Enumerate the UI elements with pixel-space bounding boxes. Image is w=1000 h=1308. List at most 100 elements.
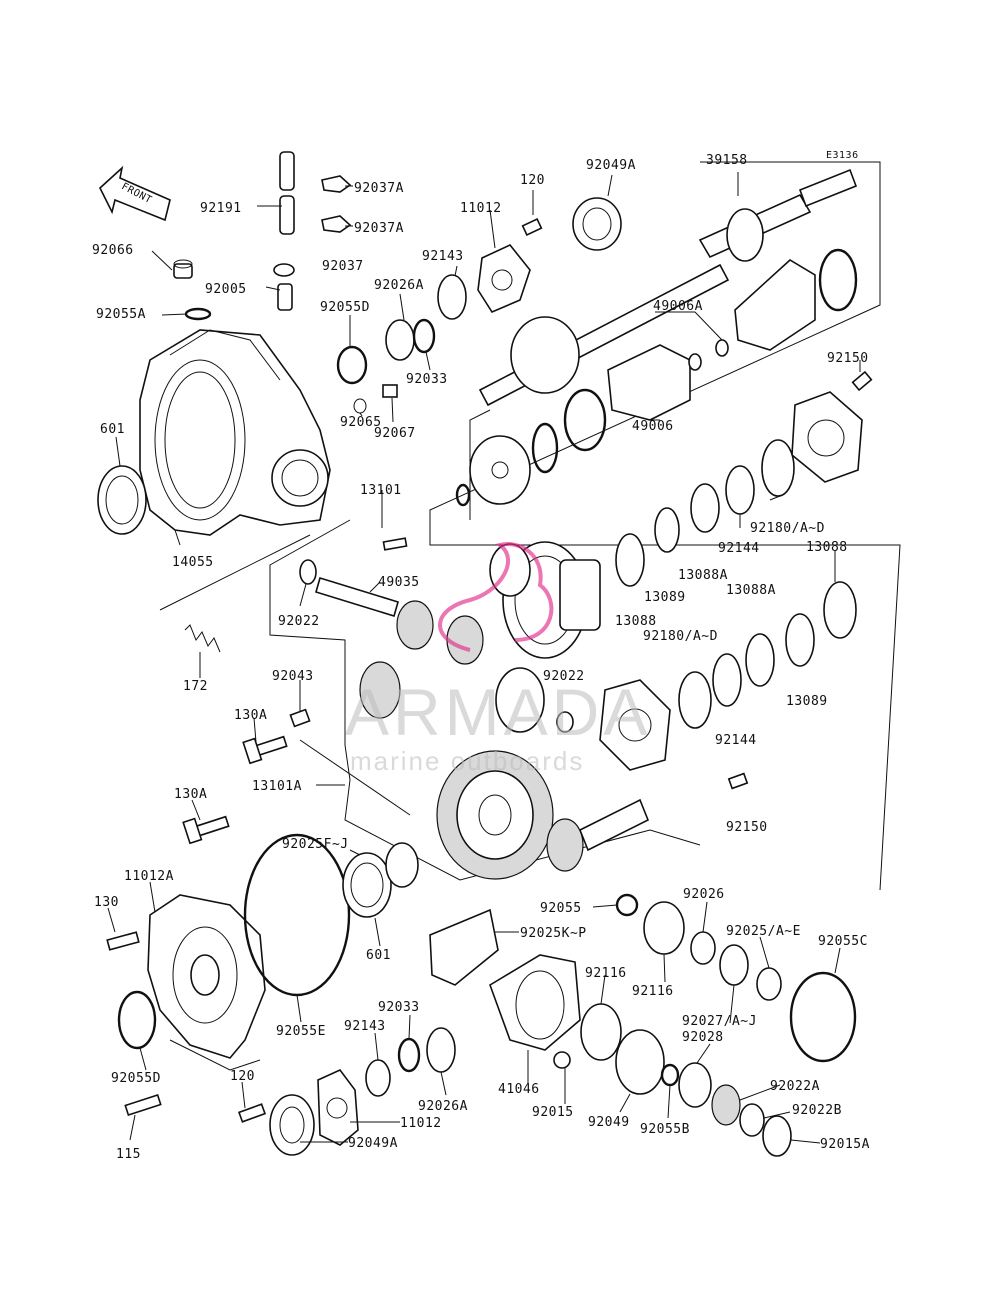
label-115: 115 bbox=[116, 1147, 141, 1162]
bolt-120-bottom bbox=[237, 1103, 267, 1123]
o-ring-92055A bbox=[184, 307, 212, 321]
bolt-130A-upper bbox=[242, 735, 288, 765]
washer-92022B bbox=[739, 1103, 765, 1137]
bolt-92150-top bbox=[851, 370, 873, 392]
label-92015A: 92015A bbox=[820, 1137, 870, 1152]
label-92025A-E: 92025/A~E bbox=[726, 924, 801, 939]
washer-92022A bbox=[711, 1084, 741, 1126]
label-13088A-1: 13088A bbox=[678, 568, 728, 583]
label-92144-2: 92144 bbox=[715, 733, 757, 748]
label-13088-2: 13088 bbox=[615, 614, 657, 629]
label-92022B: 92022B bbox=[792, 1103, 842, 1118]
pin-92191 bbox=[279, 151, 295, 235]
label-130: 130 bbox=[94, 895, 119, 910]
coupling-flange-lower bbox=[599, 679, 671, 771]
disc-13088A-upper bbox=[690, 483, 720, 533]
collar-92026A-lower bbox=[426, 1027, 456, 1073]
assembly-outline-lines bbox=[159, 161, 901, 1071]
label-92026A-top: 92026A bbox=[374, 278, 424, 293]
label-92026A-bottom: 92026A bbox=[418, 1099, 468, 1114]
label-92022A: 92022A bbox=[770, 1079, 820, 1094]
o-ring-92055 bbox=[615, 893, 639, 917]
shim-92180-upper bbox=[761, 439, 795, 497]
label-92049: 92049 bbox=[588, 1115, 630, 1130]
bearing-601-bottom bbox=[342, 842, 419, 918]
label-92055E: 92055E bbox=[276, 1024, 326, 1039]
label-13088A-2: 13088A bbox=[726, 583, 776, 598]
o-ring-92055B bbox=[660, 1063, 680, 1087]
circlip-92033 bbox=[412, 318, 436, 354]
label-14055: 14055 bbox=[172, 555, 214, 570]
washer-92144-upper bbox=[725, 465, 755, 515]
flange-11012-top bbox=[477, 244, 531, 314]
label-92180-1: 92180/A~D bbox=[750, 521, 825, 536]
label-130A-2: 130A bbox=[174, 787, 207, 802]
label-92055A: 92055A bbox=[96, 307, 146, 322]
label-92015: 92015 bbox=[532, 1105, 574, 1120]
disc-13088-lower bbox=[823, 581, 857, 639]
disc-13089-lower bbox=[785, 613, 815, 667]
label-92055C: 92055C bbox=[818, 934, 868, 949]
label-92067: 92067 bbox=[374, 426, 416, 441]
label-92037A-2: 92037A bbox=[354, 221, 404, 236]
label-92055B: 92055B bbox=[640, 1122, 690, 1137]
nut-92015 bbox=[553, 1051, 571, 1069]
bolt-130A-lower bbox=[182, 815, 230, 845]
label-49006: 49006 bbox=[632, 419, 674, 434]
leader-lines bbox=[107, 172, 861, 1144]
bolt-115 bbox=[124, 1093, 162, 1117]
disc-13088-upper bbox=[615, 533, 645, 587]
label-92022-2: 92022 bbox=[543, 669, 585, 684]
o-ring-92055C bbox=[789, 971, 857, 1063]
o-ring-92055D bbox=[336, 345, 368, 385]
watermark-brand: ARMADA bbox=[345, 675, 651, 749]
collar-92026A bbox=[385, 319, 415, 361]
label-49035: 49035 bbox=[378, 575, 420, 590]
bearing-92049A-bottom bbox=[269, 1094, 315, 1156]
bolt-92067 bbox=[382, 384, 398, 398]
label-92022-1: 92022 bbox=[278, 614, 320, 629]
washer-92022-right bbox=[556, 711, 574, 733]
label-11012A: 11012A bbox=[124, 869, 174, 884]
cover-11012A bbox=[147, 894, 266, 1059]
bolt-130 bbox=[106, 931, 140, 951]
washer-92065 bbox=[353, 398, 367, 414]
bolt-120-top bbox=[521, 218, 543, 236]
plug-92066 bbox=[173, 259, 193, 279]
clip-92037 bbox=[273, 263, 295, 277]
bearing-601-top bbox=[97, 465, 147, 535]
label-49006A: 49006A bbox=[653, 299, 703, 314]
label-92116-1: 92116 bbox=[585, 966, 627, 981]
fitting-92005 bbox=[277, 283, 293, 311]
side-gear-right bbox=[495, 667, 545, 733]
watermark-tagline: marine outboards bbox=[350, 746, 584, 776]
bearing-92049A-top bbox=[572, 197, 622, 251]
pinion-shaft bbox=[546, 798, 650, 872]
label-13101A: 13101A bbox=[252, 779, 302, 794]
clip-92037A bbox=[321, 175, 352, 233]
differential-case bbox=[489, 541, 601, 659]
label-41046: 41046 bbox=[498, 1082, 540, 1097]
seal-92143 bbox=[437, 274, 467, 320]
label-13089-1: 13089 bbox=[644, 590, 686, 605]
label-601-bottom: 601 bbox=[366, 948, 391, 963]
cross-shaft-49035 bbox=[315, 537, 408, 618]
shim-92025AE bbox=[756, 967, 782, 1001]
armada-watermark: ARMADA marine outboards bbox=[345, 542, 651, 776]
label-92033-bottom: 92033 bbox=[378, 1000, 420, 1015]
label-92180-2: 92180/A~D bbox=[643, 629, 718, 644]
cv-joint-assembly bbox=[455, 248, 858, 507]
label-92055-mid: 92055 bbox=[540, 901, 582, 916]
spring-172 bbox=[184, 624, 221, 653]
label-92116-2: 92116 bbox=[632, 984, 674, 999]
label-92005: 92005 bbox=[205, 282, 247, 297]
part-labels: 92191 92037A 92037A 92037 92066 92005 92… bbox=[92, 153, 870, 1162]
armada-logo-mark-icon bbox=[438, 542, 554, 652]
label-92055D-top: 92055D bbox=[320, 300, 370, 315]
shim-92025KP bbox=[429, 908, 499, 986]
seal-92143-lower bbox=[365, 1059, 391, 1097]
label-92191: 92191 bbox=[200, 201, 242, 216]
nut-92015A bbox=[762, 1115, 792, 1157]
gear-case-housing bbox=[139, 329, 331, 536]
